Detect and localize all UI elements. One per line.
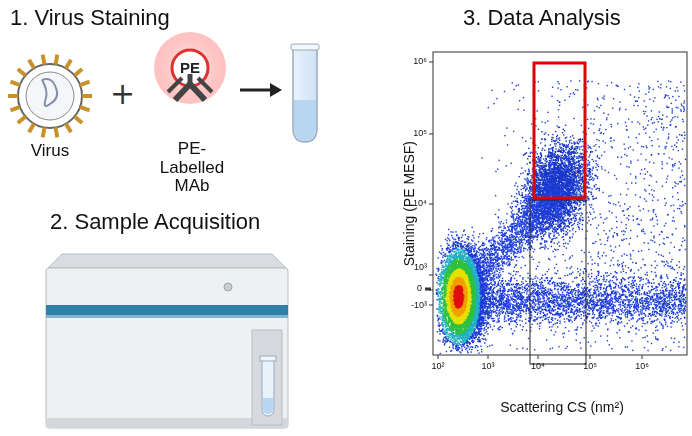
tick-label: 10⁵ xyxy=(583,362,597,372)
tick-label: 10⁶ xyxy=(635,362,649,372)
tick-label: 0 xyxy=(417,284,422,294)
tick-label: -10³ xyxy=(411,301,427,311)
panel-heading: 1. Virus Staining xyxy=(10,6,170,30)
tick-label: 10⁴ xyxy=(531,362,545,372)
tick-label: 10⁶ xyxy=(413,57,427,67)
tick-label: 10⁵ xyxy=(413,129,427,139)
fluorophore-label: PE xyxy=(180,60,200,77)
axis-title: Scattering CS (nm²) xyxy=(500,400,624,415)
gate-highlight xyxy=(534,63,585,198)
panel-heading: 2. Sample Acquisition xyxy=(50,210,260,234)
part-label: PE-Labelled MAb xyxy=(152,140,232,196)
tick-label: 10³ xyxy=(481,362,494,372)
axis-ticks xyxy=(425,62,642,359)
tick-label: 10³ xyxy=(414,263,427,273)
tick-label: 10⁴ xyxy=(413,199,427,209)
part-label: Virus xyxy=(31,142,69,161)
panel-heading: 3. Data Analysis xyxy=(463,6,621,30)
tick-label: 10² xyxy=(431,362,444,372)
gate-outline xyxy=(530,200,586,364)
